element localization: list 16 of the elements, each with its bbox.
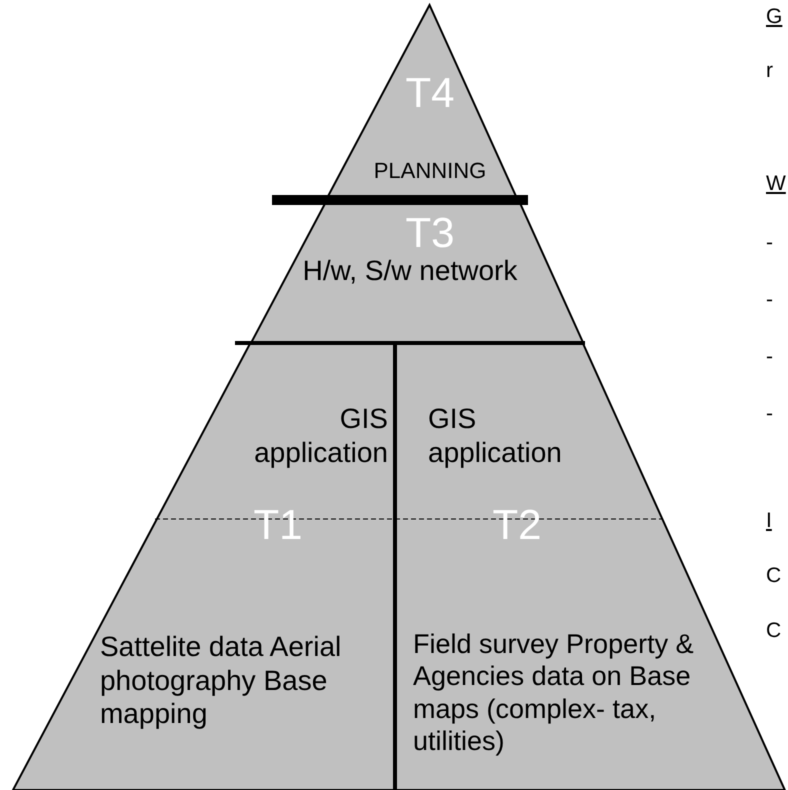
text-fragment: W [766,173,786,194]
tier-label: GIS application [253,402,388,470]
text-fragment: - [766,232,773,253]
text-fragment: - [766,403,773,424]
tier-label: PLANNING [372,158,488,184]
text-fragment: - [766,346,773,367]
tier-label: GIS application [428,402,563,470]
data-source-list: Sattelite data Aerial photography Base mapping [100,630,368,731]
data-source-list: Field survey Property & Agencies data on Base maps (complex- tax, utilities) [413,628,738,758]
text-fragment: C [766,620,782,641]
text-fragment: C [766,565,782,586]
tier-number: T4 [404,68,456,118]
text-fragment: I [766,510,772,531]
text-fragment: r [766,60,773,81]
text-fragment: G [766,6,782,27]
text-fragment: - [766,289,773,310]
